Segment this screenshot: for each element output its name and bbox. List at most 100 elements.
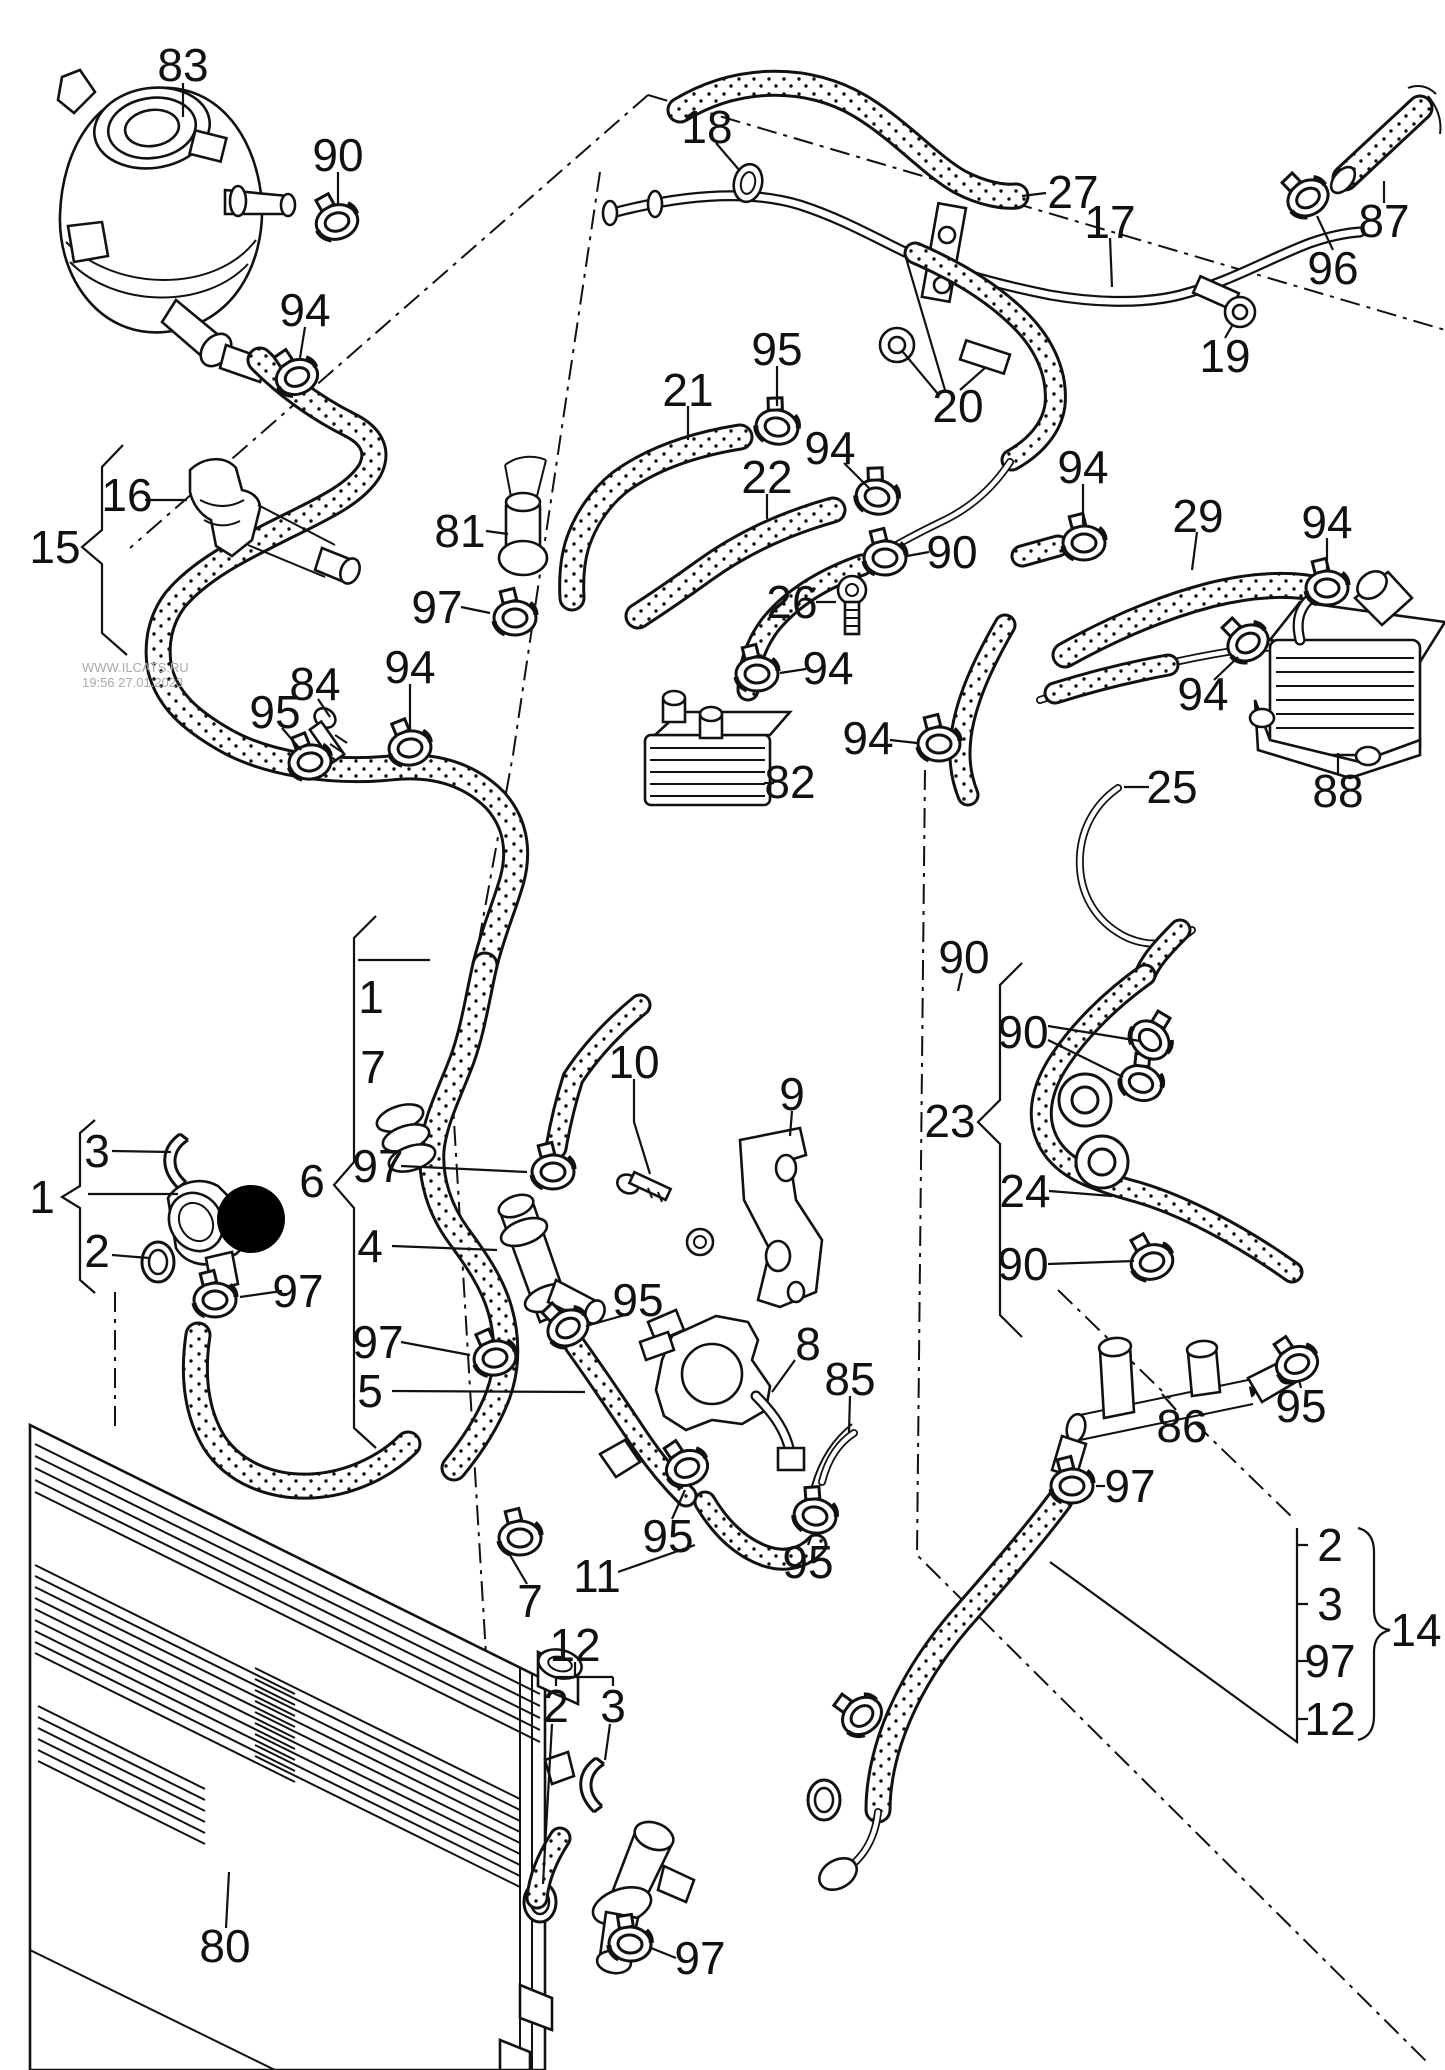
oil-cooler-88	[1248, 570, 1445, 780]
hose-85	[811, 1423, 858, 1487]
flange-elbow-1	[140, 1132, 285, 1292]
connector-81	[497, 455, 549, 577]
bracket-9	[738, 1126, 824, 1309]
part-label-7-40: 7	[360, 1041, 386, 1093]
part-label-90-32: 90	[938, 931, 989, 983]
part-label-85-52: 85	[824, 1353, 875, 1405]
part-label-1-46: 1	[29, 1171, 55, 1223]
coolant-pipe-86	[1050, 1336, 1303, 1480]
part-label-3-66: 3	[1317, 1578, 1343, 1630]
part-label-6-42: 6	[299, 1155, 325, 1207]
expansion-tank	[56, 68, 297, 384]
bolt-26	[836, 574, 868, 636]
part-label-97-49: 97	[352, 1316, 403, 1368]
part-label-7-56: 7	[517, 1575, 543, 1627]
part-label-94-2: 94	[279, 284, 330, 336]
part-label-26-16: 26	[766, 576, 817, 628]
hose-29	[1010, 534, 1336, 669]
part-label-95-63: 95	[1275, 1380, 1326, 1432]
hose-22	[624, 496, 847, 630]
part-label-80-57: 80	[199, 1920, 250, 1972]
part-label-95-53: 95	[642, 1510, 693, 1562]
part-label-15-10: 15	[29, 521, 80, 573]
watermark-line2: 19:56 27.01.2023	[82, 675, 183, 690]
part-label-86-62: 86	[1156, 1400, 1207, 1452]
part-label-19-8: 19	[1199, 330, 1250, 382]
part-label-22-13: 22	[741, 451, 792, 503]
part-label-94-19: 94	[842, 712, 893, 764]
part-label-14-69: 14	[1390, 1604, 1441, 1656]
part-label-83-0: 83	[157, 39, 208, 91]
part-label-11-55: 11	[573, 1550, 621, 1602]
photo-callout-dot	[217, 1185, 285, 1253]
part-label-94-25: 94	[384, 641, 435, 693]
part-label-81-21: 81	[434, 505, 485, 557]
part-label-90-1: 90	[312, 129, 363, 181]
part-label-10-38: 10	[608, 1036, 659, 1088]
part-label-17-5: 17	[1084, 196, 1135, 248]
part-label-97-64: 97	[1104, 1460, 1155, 1512]
part-label-84-23: 84	[289, 658, 340, 710]
part-label-16-9: 16	[101, 469, 152, 521]
part-label-90-33: 90	[997, 1006, 1048, 1058]
radiator	[28, 1422, 583, 2070]
aux-water-pump-8	[598, 1308, 806, 1479]
part-label-12-58: 12	[549, 1619, 600, 1671]
part-label-94-18: 94	[802, 642, 853, 694]
part-label-82-20: 82	[764, 756, 815, 808]
part-label-2-59: 2	[543, 1680, 569, 1732]
part-label-88-29: 88	[1312, 765, 1363, 817]
oring-18	[732, 162, 764, 204]
part-label-1-39: 1	[358, 971, 384, 1023]
part-label-97-44: 97	[272, 1265, 323, 1317]
part-label-95-54: 95	[782, 1536, 833, 1588]
pipe-flange-4	[497, 1193, 606, 1340]
watermark-line1: WWW.ILCATS.RU	[82, 660, 189, 675]
hose-15-main-run	[144, 346, 530, 1482]
part-label-95-48: 95	[612, 1274, 663, 1326]
part-label-96-7: 96	[1307, 242, 1358, 294]
part-label-9-37: 9	[779, 1068, 805, 1120]
part-label-87-6: 87	[1358, 195, 1409, 247]
hose-11	[693, 1490, 828, 1571]
part-label-18-3: 18	[681, 101, 732, 153]
hose-12-right	[806, 1486, 1074, 1892]
part-label-94-26: 94	[1057, 441, 1108, 493]
part-label-8-51: 8	[795, 1318, 821, 1370]
oil-cooler-82	[643, 689, 793, 807]
part-label-90-17: 90	[926, 526, 977, 578]
part-label-27-4: 27	[1047, 166, 1098, 218]
part-label-97-67: 97	[1304, 1635, 1355, 1687]
part-label-90-36: 90	[997, 1238, 1048, 1290]
hose-21	[558, 423, 754, 612]
part-label-3-45: 3	[84, 1125, 110, 1177]
part-label-5-50: 5	[357, 1365, 383, 1417]
part-label-29-27: 29	[1172, 490, 1223, 542]
part-label-94-14: 94	[804, 422, 855, 474]
part-label-3-60: 3	[600, 1680, 626, 1732]
leader-lines	[59, 83, 1391, 1960]
part-label-94-28: 94	[1301, 496, 1352, 548]
vent-fitting-16	[188, 457, 361, 585]
hose-1-elbow-run	[181, 1321, 422, 1500]
part-label-94-30: 94	[1177, 668, 1228, 720]
part-label-97-41: 97	[352, 1140, 403, 1192]
part-label-95-24: 95	[249, 686, 300, 738]
fasteners-10	[616, 1170, 715, 1257]
part-label-20-15: 20	[932, 380, 983, 432]
part-label-2-47: 2	[84, 1225, 110, 1277]
watermark: WWW.ILCATS.RU 19:56 27.01.2023	[82, 660, 189, 690]
part-label-12-68: 12	[1304, 1693, 1355, 1745]
part-label-24-35: 24	[999, 1165, 1050, 1217]
screw-84	[307, 706, 348, 765]
part-label-95-11: 95	[751, 323, 802, 375]
hose-6-upper	[544, 993, 652, 1160]
vent-hose-23-24	[1029, 918, 1304, 1284]
part-label-25-31: 25	[1146, 761, 1197, 813]
radiator-fins	[34, 1443, 541, 1888]
hose-87	[1329, 85, 1442, 195]
part-label-4-43: 4	[357, 1220, 383, 1272]
